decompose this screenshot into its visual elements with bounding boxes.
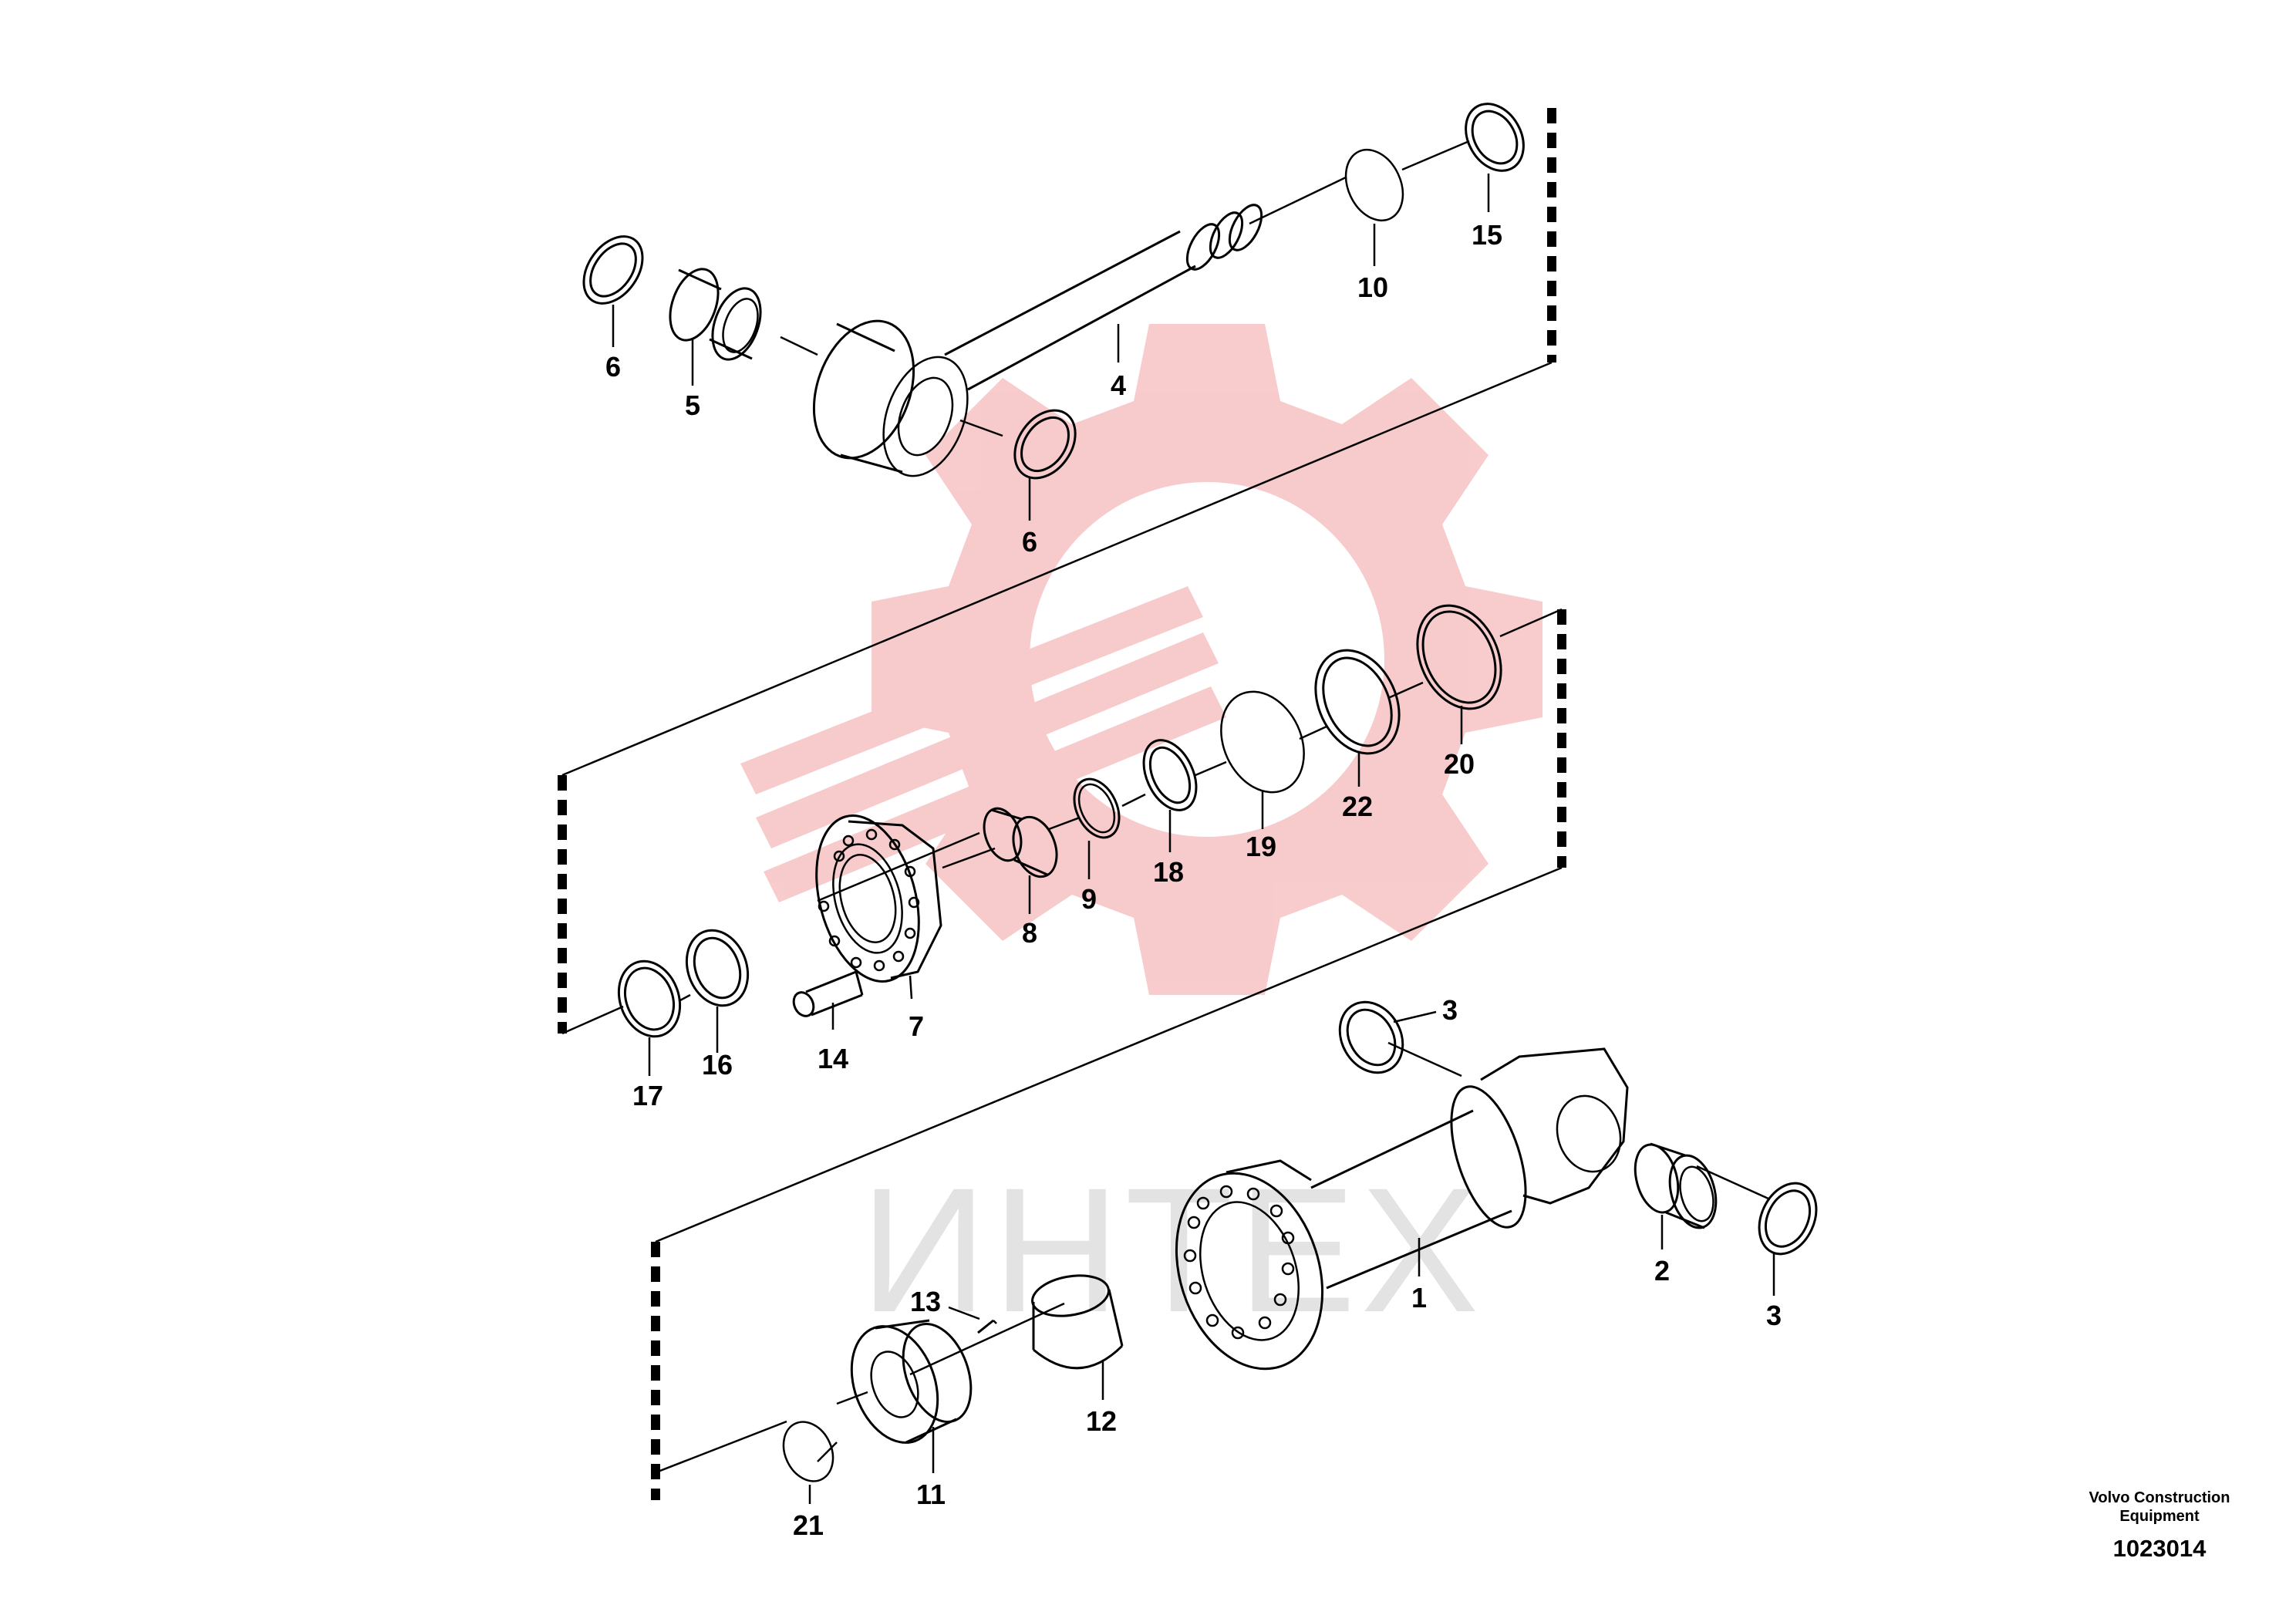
label-8: 8 [1022,917,1037,949]
part-21-o-ring [782,1421,834,1482]
label-15: 15 [1472,219,1502,251]
brand-line-1: Volvo Construction [2089,1489,2230,1506]
part-20-ring [1416,604,1502,710]
label-4: 4 [1111,369,1126,401]
part-22-seal [1314,649,1401,755]
part-16-seal [685,929,750,1007]
label-20: 20 [1444,748,1475,780]
part-labels: 6 5 4 6 10 15 17 16 14 7 8 9 18 19 22 20… [605,219,1782,1541]
label-10: 10 [1357,271,1388,303]
part-12-sleeve [1031,1274,1124,1370]
label-11: 11 [916,1479,946,1510]
label-2: 2 [1654,1255,1670,1286]
label-3-top: 3 [1442,994,1458,1026]
label-22: 22 [1342,791,1373,822]
brand-line-2: Equipment [2119,1508,2200,1525]
part-10-ring [1344,148,1404,222]
label-1: 1 [1411,1282,1427,1313]
part-18-seal [1142,739,1198,811]
drawing-number: 1023014 [2113,1535,2207,1562]
part-13-pin [977,1319,997,1334]
part-15-seal [1465,103,1525,172]
label-leaders [612,174,1775,1504]
part-19-o-ring [1220,690,1305,794]
part-14-bolt [792,970,864,1017]
label-18: 18 [1153,856,1184,888]
axis-lines [561,140,1771,1475]
label-12: 12 [1086,1405,1117,1437]
part-5-bushing [669,268,762,361]
label-3-bottom: 3 [1766,1300,1782,1331]
label-6-right: 6 [1022,526,1037,558]
label-14: 14 [818,1043,848,1074]
part-3-seal-bottom [1758,1182,1818,1256]
part-1-cylinder-tube [1175,1047,1629,1371]
label-16: 16 [702,1049,733,1081]
part-17-ring [617,959,682,1038]
label-6-left: 6 [605,351,621,383]
part-11-piston [850,1319,973,1444]
label-9: 9 [1081,883,1097,915]
label-13: 13 [910,1286,941,1317]
part-4-piston-rod [812,204,1263,477]
part-7-cylinder-head [815,814,942,983]
watermark-text: ИНТЕХ [860,1151,1484,1349]
label-17: 17 [632,1080,663,1111]
watermark-gear-icon [740,324,1542,995]
label-19: 19 [1246,831,1276,862]
part-8-bushing [983,807,1058,878]
part-2-bushing [1633,1142,1718,1229]
part-9-ring [1073,777,1121,839]
part-3-seal-top [1338,1000,1404,1074]
label-7: 7 [909,1010,924,1042]
label-21: 21 [793,1509,824,1541]
part-6-seal-left [582,235,644,305]
part-6-seal-right [1013,409,1077,480]
label-5: 5 [685,389,700,421]
